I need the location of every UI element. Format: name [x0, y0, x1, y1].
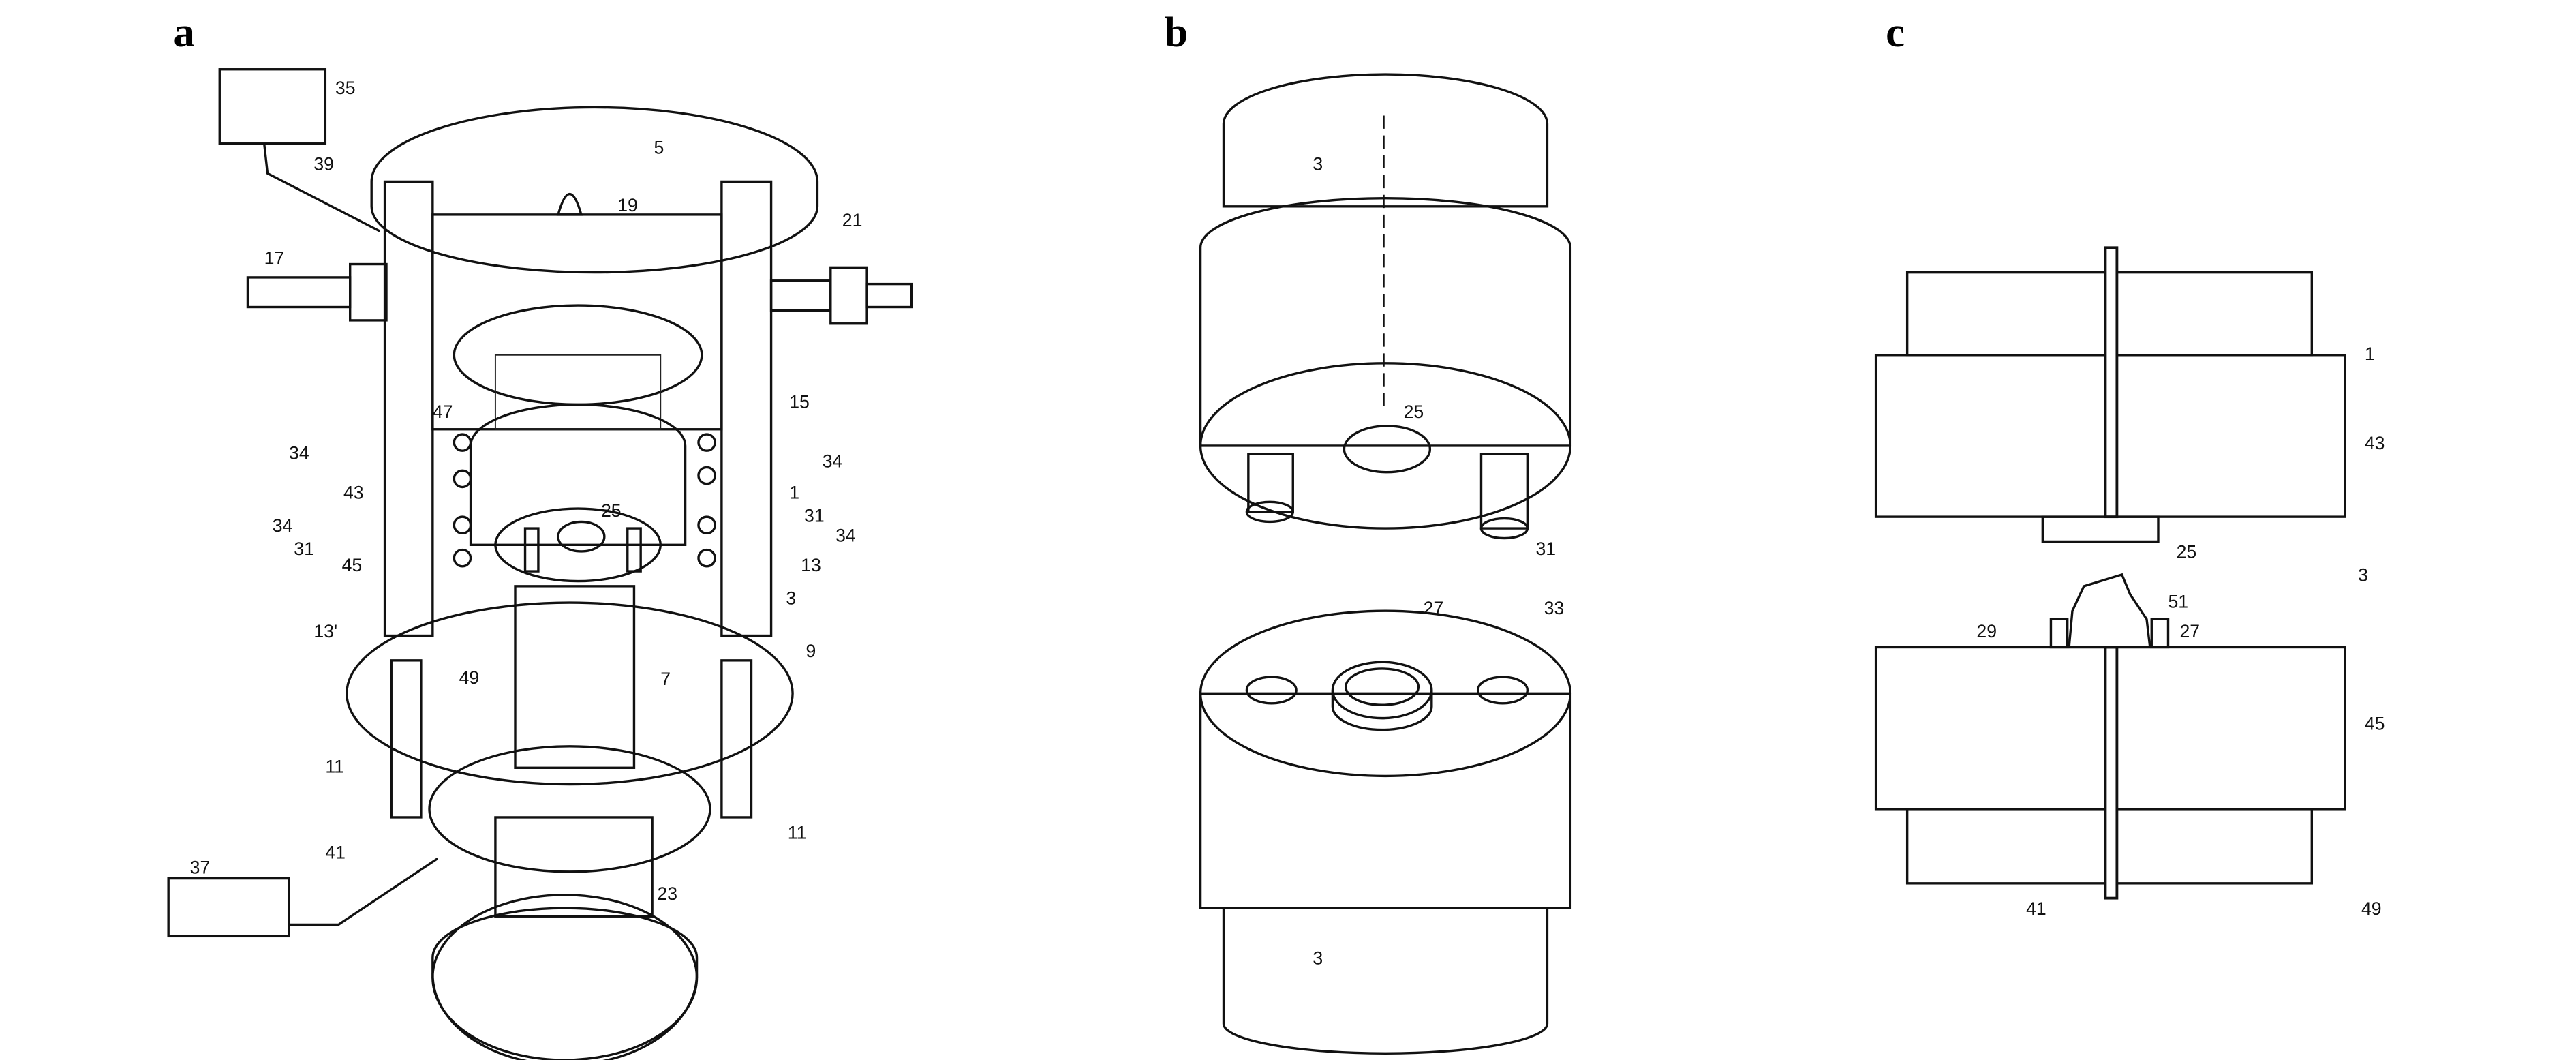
fitting-21: [769, 279, 832, 312]
guide-pin-31: [1479, 453, 1529, 530]
label: 34: [823, 451, 843, 471]
label: 31: [804, 505, 825, 526]
upper-electrode-disk: [1199, 196, 1572, 447]
panel-b-labels: 3 25 31 27 33 3: [1313, 153, 1564, 968]
label: 27: [1424, 598, 1444, 618]
label: 43: [343, 482, 364, 502]
label: 3: [1313, 948, 1323, 969]
label: 37: [190, 857, 211, 877]
panel-letter-c: c: [1886, 8, 1905, 56]
label: 3: [2358, 565, 2368, 586]
label: 21: [842, 210, 863, 230]
panel-a-apparatus: a: [167, 8, 913, 1060]
panel-letter-b: b: [1164, 8, 1188, 56]
sample-51: [2068, 573, 2151, 649]
inlet-19: [556, 192, 583, 216]
upper-lead: [2104, 246, 2119, 519]
label: 39: [313, 153, 334, 174]
lead-39: [263, 143, 381, 232]
label: 11: [788, 822, 807, 843]
lower-holder: [1222, 907, 1549, 1055]
ring-27: [2150, 618, 2170, 649]
label: 45: [2365, 714, 2385, 734]
label: 47: [433, 402, 453, 422]
label: 34: [289, 442, 309, 463]
label: 25: [601, 500, 622, 521]
post-left: [383, 180, 434, 637]
box-35: [218, 68, 327, 145]
label: 41: [325, 843, 346, 863]
fitting-17: [246, 276, 352, 309]
panel-letter-a: a: [173, 8, 194, 56]
lower-electrode-45: [514, 585, 636, 769]
panel-b-electrodes: b 3 25 31 27 33 3: [1164, 8, 1572, 1055]
lower-lead-41: [2104, 646, 2119, 900]
tie-rods-11: [390, 659, 753, 819]
post-right: [720, 180, 773, 637]
label: 9: [806, 641, 816, 661]
upper-holder: [1222, 73, 1549, 208]
label: 51: [2168, 591, 2188, 611]
label: 5: [654, 137, 664, 157]
label: 25: [2177, 542, 2197, 562]
panel-c-labels: 1 43 25 3 51 29 27 45 49 41: [1976, 344, 2385, 919]
label: 3: [1313, 153, 1323, 174]
label: 29: [1976, 621, 1997, 641]
box-37: [167, 877, 290, 938]
panel-a-labels: 35 39 5 19 17 21 47 15 34 34 43 1 25 31 …: [190, 78, 863, 904]
label: 34: [835, 525, 856, 545]
label: 34: [273, 515, 293, 536]
label: 33: [1544, 598, 1565, 618]
label: 1: [2365, 344, 2375, 364]
label: 31: [1535, 539, 1556, 559]
label: 11: [325, 757, 344, 777]
top-flange: [370, 106, 819, 274]
bolts-34: [453, 433, 716, 568]
lower-electrode-disk: [1199, 692, 1572, 909]
label: 35: [335, 78, 356, 98]
label: 49: [459, 667, 480, 688]
label: 23: [657, 883, 677, 904]
upper-electrode-43: [469, 403, 687, 546]
sample-25-section: [2041, 515, 2160, 543]
bottom-flange-9: [346, 601, 794, 786]
label: 15: [789, 391, 810, 412]
label: 25: [1404, 402, 1424, 422]
pin-hole-33: [1476, 676, 1529, 705]
guide-pin: [1247, 453, 1294, 513]
label: 45: [342, 555, 363, 575]
label: 49: [2361, 898, 2382, 919]
lower-disk: [428, 745, 711, 873]
label: 7: [660, 669, 671, 689]
label: 13': [313, 621, 337, 641]
label: 3: [786, 588, 796, 609]
label: 19: [617, 195, 638, 215]
sample-25: [1343, 425, 1432, 474]
upper-cylinder-5: [431, 213, 723, 431]
label: 31: [294, 539, 314, 559]
label: 13: [801, 555, 821, 575]
bellows-23: [494, 816, 654, 918]
label: 43: [2365, 433, 2385, 453]
sample-25: [557, 520, 606, 553]
lead-41: [289, 858, 439, 926]
label: 27: [2179, 621, 2200, 641]
bottom-cap: [431, 907, 699, 1060]
label: 1: [789, 482, 799, 502]
label: 41: [2026, 898, 2046, 919]
ring-29: [2049, 618, 2069, 649]
panel-c-cross-section: c 1 43 25 3 51 29 27 45 49 41: [1874, 8, 2385, 919]
label: 17: [264, 248, 285, 269]
pin-hole: [1245, 676, 1298, 705]
